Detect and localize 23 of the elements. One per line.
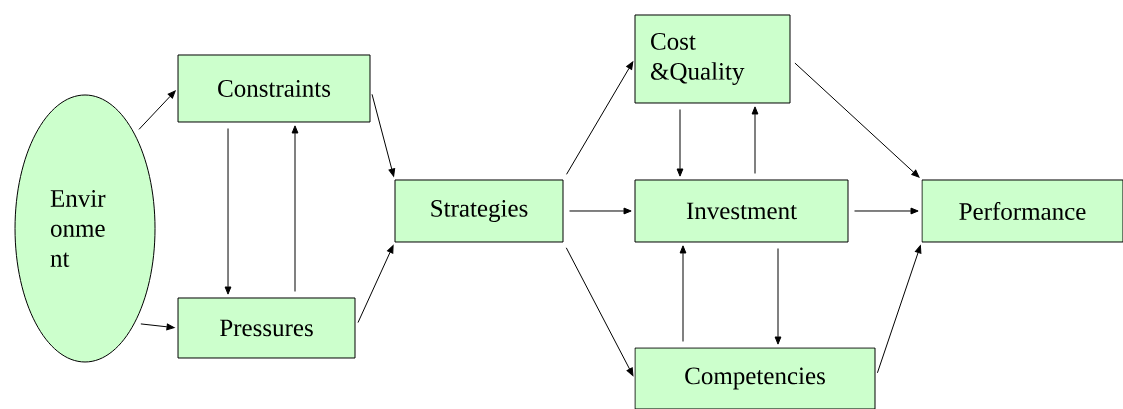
arrow [774, 248, 782, 345]
process-box: Investment [634, 179, 849, 243]
arrow [140, 323, 175, 331]
arrow [224, 128, 232, 295]
arrow [854, 207, 919, 215]
arrow [138, 90, 176, 130]
arrow [876, 245, 922, 374]
arrow [357, 245, 394, 324]
arrow [679, 245, 687, 342]
arrow [569, 207, 632, 215]
process-box: Strategies [394, 179, 564, 243]
arrow [566, 61, 634, 175]
arrow [676, 109, 684, 177]
arrow [751, 106, 759, 174]
process-box: Cost &Quality [634, 14, 791, 104]
process-box: Performance [921, 179, 1123, 243]
process-box: Pressures [177, 297, 356, 359]
arrow [371, 93, 396, 177]
process-box: Constraints [177, 54, 371, 123]
arrow [291, 125, 299, 292]
arrow [794, 62, 920, 178]
arrow [565, 247, 634, 376]
process-box: Competencies [634, 347, 876, 409]
